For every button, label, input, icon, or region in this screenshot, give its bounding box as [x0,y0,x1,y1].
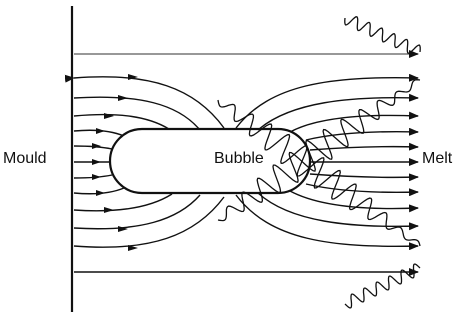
flux-line-left-lower-2 [74,195,200,229]
wavy-ray-top-end [345,17,420,53]
melt-label: Melt [422,150,452,168]
flux-line-right-lower-2 [258,193,418,226]
flux-line-right-lower-5 [310,174,418,177]
wavy-ray-bottom-end [345,264,420,308]
bubble [110,129,310,193]
flux-line-left-lower-3 [74,194,172,211]
flux-line-right-upper-5 [310,147,418,150]
flux-line-right-upper-3 [290,115,418,132]
mould-label: Mould [3,150,47,168]
flux-line-left-upper-2 [74,97,200,130]
bubble-label: Bubble [214,150,264,168]
flux-line-right-lower-4 [306,184,418,192]
